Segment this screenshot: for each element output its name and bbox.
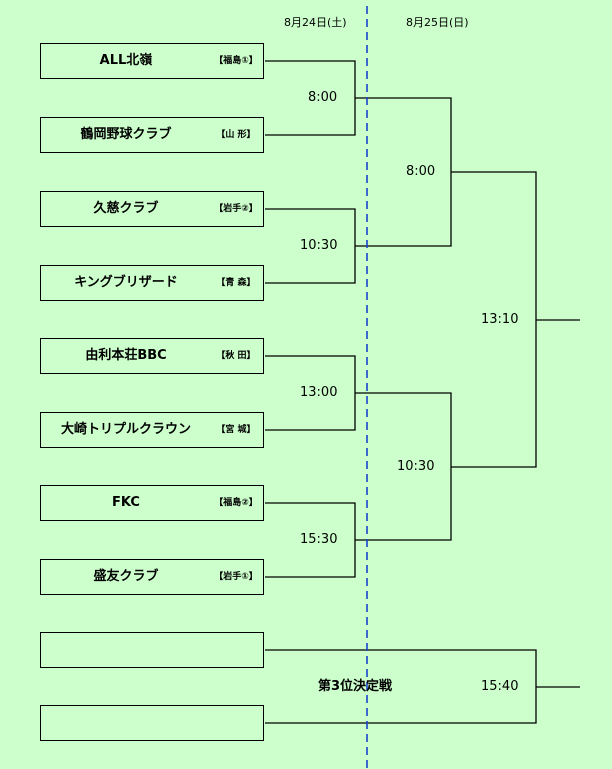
team-box-7: FKC 【福島②】 bbox=[40, 485, 264, 521]
date-day2: 8月25日(日) bbox=[406, 16, 469, 29]
team-prefecture: 【岩手①】 bbox=[214, 572, 258, 582]
team-box-6: 大崎トリプルクラウン 【宮 城】 bbox=[40, 412, 264, 448]
team-box-1: ALL北嶺 【福島①】 bbox=[40, 43, 264, 79]
team-prefecture: 【青 森】 bbox=[216, 278, 256, 288]
team-box-4: キングブリザード 【青 森】 bbox=[40, 265, 264, 301]
team-box-2: 鶴岡野球クラブ 【山 形】 bbox=[40, 117, 264, 153]
team-name: FKC bbox=[112, 495, 140, 510]
team-box-3: 久慈クラブ 【岩手②】 bbox=[40, 191, 264, 227]
team-box-third-1 bbox=[40, 632, 264, 668]
team-name: 大崎トリプルクラウン bbox=[60, 422, 191, 437]
team-name: キングブリザード bbox=[74, 275, 178, 290]
team-prefecture bbox=[209, 633, 263, 667]
team-box-5: 由利本荘BBC 【秋 田】 bbox=[40, 338, 264, 374]
team-name: 盛友クラブ bbox=[93, 569, 159, 584]
team-name bbox=[41, 633, 211, 667]
team-name bbox=[41, 706, 211, 740]
team-prefecture: 【宮 城】 bbox=[216, 425, 256, 435]
team-name: 久慈クラブ bbox=[93, 201, 159, 216]
team-prefecture bbox=[209, 706, 263, 740]
team-prefecture: 【福島①】 bbox=[214, 56, 258, 66]
match-time-r2-2: 10:30 bbox=[395, 459, 437, 475]
match-time-r1-1: 8:00 bbox=[306, 90, 340, 106]
match-time-r1-4: 15:30 bbox=[298, 532, 340, 548]
team-prefecture: 【福島②】 bbox=[214, 498, 258, 508]
match-time-r1-2: 10:30 bbox=[298, 238, 340, 254]
match-time-r1-3: 13:00 bbox=[298, 385, 340, 401]
team-name: ALL北嶺 bbox=[99, 53, 153, 68]
team-name: 由利本荘BBC bbox=[85, 348, 167, 363]
team-box-8: 盛友クラブ 【岩手①】 bbox=[40, 559, 264, 595]
third-place-label: 第3位決定戦 bbox=[318, 679, 393, 694]
team-prefecture: 【岩手②】 bbox=[214, 204, 258, 214]
team-prefecture: 【秋 田】 bbox=[216, 351, 256, 361]
team-prefecture: 【山 形】 bbox=[216, 130, 256, 140]
team-box-third-2 bbox=[40, 705, 264, 741]
match-time-final: 13:10 bbox=[479, 312, 521, 328]
date-day1: 8月24日(土) bbox=[284, 16, 347, 29]
team-name: 鶴岡野球クラブ bbox=[80, 127, 172, 142]
match-time-third: 15:40 bbox=[479, 679, 521, 695]
match-time-r2-1: 8:00 bbox=[404, 164, 438, 180]
